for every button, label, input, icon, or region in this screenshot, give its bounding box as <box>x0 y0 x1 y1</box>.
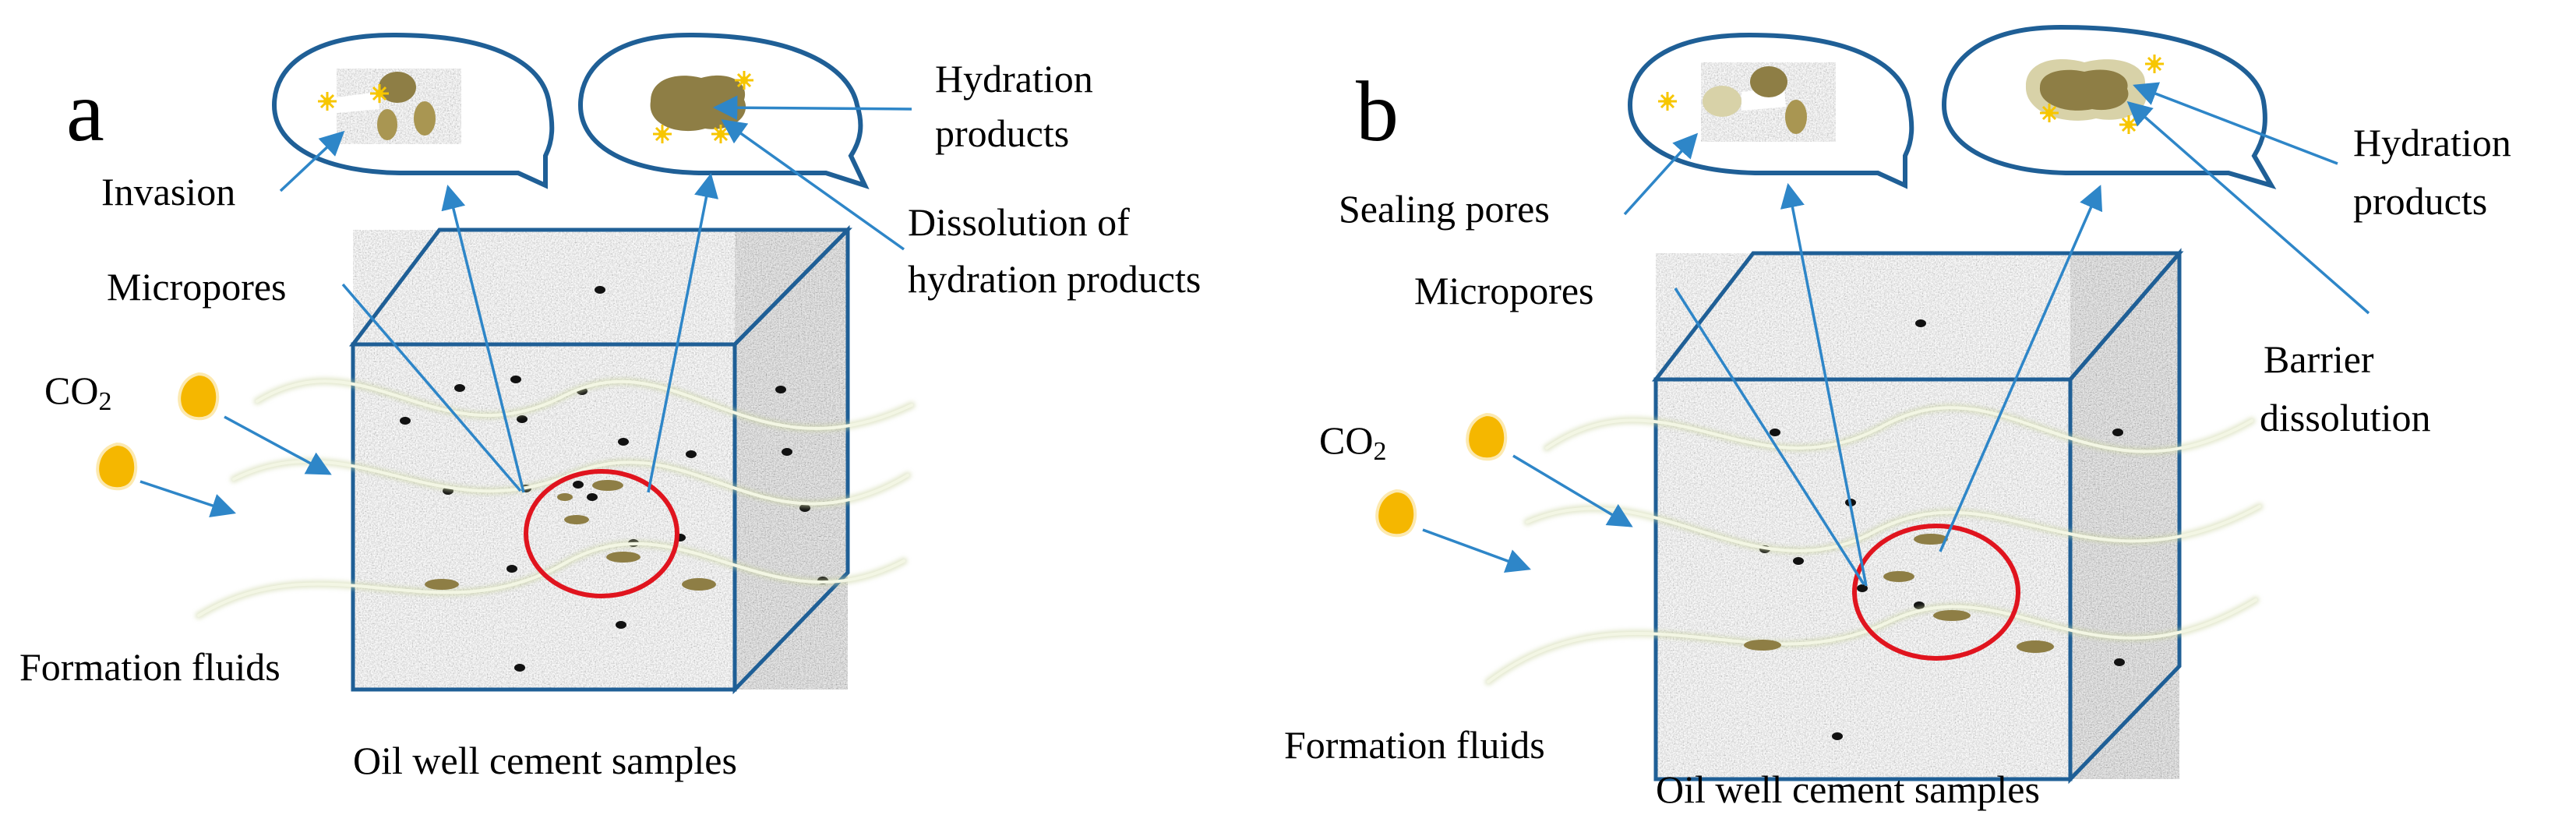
label-formation-fluids: Formation fluids <box>1284 723 1545 767</box>
pointer-arrows-a <box>139 95 912 517</box>
focus-circle-a <box>524 469 679 598</box>
cube-front-face <box>353 344 735 690</box>
label-hydration-products-line1: Hydration <box>2353 121 2511 164</box>
caption-oil-well-cement-a: Oil well cement samples <box>353 739 737 782</box>
cement-cube-a <box>348 224 852 695</box>
zoom-bubble-invasion <box>271 32 555 189</box>
zoom-bubble-sealing <box>1627 32 1914 189</box>
formation-fluid-lines-b <box>1484 404 2264 686</box>
hydration-products-b <box>1744 534 2054 653</box>
panel-letter-a: a <box>66 64 104 159</box>
pointer-arrows-b <box>1422 82 2370 587</box>
zoom-bubble-barrier <box>1941 24 2277 189</box>
panel-b: b <box>1284 24 2511 811</box>
label-co2: CO2 <box>1319 418 1386 466</box>
label-micropores: Micropores <box>107 265 287 309</box>
label-sealing-pores: Sealing pores <box>1339 187 1550 231</box>
co2-drop <box>1375 489 1417 538</box>
hydration-cluster <box>650 75 746 132</box>
label-dissolution-line2: hydration products <box>908 257 1201 301</box>
cube-side-face <box>2070 253 2179 779</box>
label-micropores: Micropores <box>1414 269 1594 312</box>
label-barrier-line1: Barrier <box>2264 337 2374 381</box>
co2-drop <box>1466 413 1508 461</box>
hydration-cluster <box>2039 69 2129 111</box>
label-hydration-products-line2: products <box>2353 179 2487 223</box>
co2-drop <box>178 372 220 421</box>
cube-front-face <box>1656 379 2070 779</box>
co2-drop <box>96 443 138 491</box>
label-formation-fluids: Formation fluids <box>19 645 281 689</box>
label-hydration-products-line1: Hydration <box>935 57 1093 101</box>
label-barrier-line2: dissolution <box>2260 396 2430 439</box>
focus-circle-b <box>1852 524 2020 661</box>
panel-a: a <box>19 32 1201 782</box>
co2-droplets-b <box>1375 413 1508 538</box>
sealing-deposit <box>1703 86 1741 117</box>
co2-droplets-a <box>96 372 220 491</box>
zoom-bubble-hydration <box>577 32 870 189</box>
label-co2: CO2 <box>44 369 111 416</box>
panel-letter-b: b <box>1356 64 1399 159</box>
label-invasion: Invasion <box>101 170 235 213</box>
label-dissolution-line1: Dissolution of <box>908 200 1130 244</box>
hydration-products-a <box>425 480 716 591</box>
label-hydration-products-line2: products <box>935 111 1069 155</box>
cube-top-face <box>1656 253 2179 379</box>
caption-oil-well-cement-b: Oil well cement samples <box>1656 767 2040 811</box>
cement-cube-b <box>1651 248 2184 785</box>
